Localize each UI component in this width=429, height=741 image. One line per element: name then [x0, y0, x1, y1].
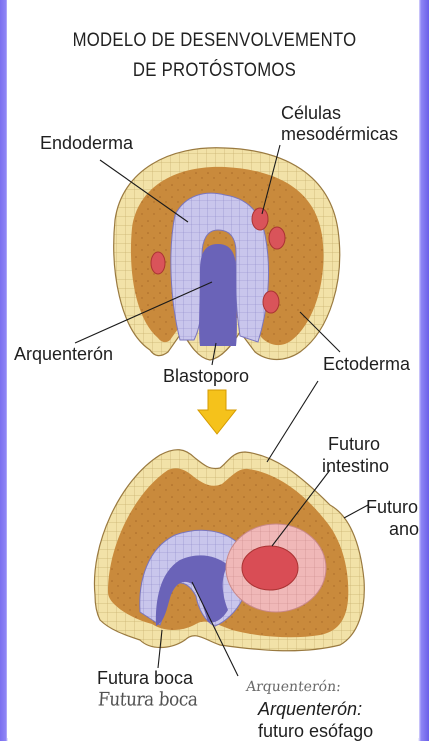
label-arquenteron: Arquenterón: [14, 344, 113, 364]
label-futuro-ano-line1: Futuro: [366, 497, 418, 517]
down-arrow-icon: [198, 390, 236, 434]
label-futuro-intestino-line2: intestino: [322, 456, 389, 476]
label-endoderma: Endoderma: [40, 133, 133, 153]
label-arquenteron-esofago-line1: Arquenterón:: [258, 699, 362, 719]
label-futuro-ano-line2: ano: [389, 519, 419, 539]
label-blastoporo: Blastoporo: [163, 366, 249, 386]
pointer-line-ano: [344, 505, 368, 518]
label-futuro-intestino-line1: Futuro: [328, 434, 380, 454]
label-arquenteron-handwritten: Arquenterón:: [245, 677, 342, 697]
label-arquenteron-esofago-line2: futuro esófago: [258, 721, 373, 741]
intestine-inner: [242, 546, 298, 590]
mesodermal-cell: [151, 252, 165, 274]
pointer-line-ectoderma-bottom: [267, 381, 318, 462]
label-ectoderma: Ectoderma: [323, 354, 410, 374]
trochophore-embryo: [94, 450, 364, 651]
mesodermal-cell: [252, 208, 268, 230]
mesodermal-cell: [263, 291, 279, 313]
label-futura-boca: Futura boca: [97, 668, 193, 688]
mesodermal-cell: [269, 227, 285, 249]
label-celulas-line2: mesodérmicas: [281, 124, 398, 144]
label-futura-boca-handwritten: Futura boca: [97, 689, 198, 711]
gastrula-embryo: [114, 148, 340, 360]
archenteron-top: [199, 244, 237, 346]
label-celulas-line1: Células: [281, 103, 341, 123]
